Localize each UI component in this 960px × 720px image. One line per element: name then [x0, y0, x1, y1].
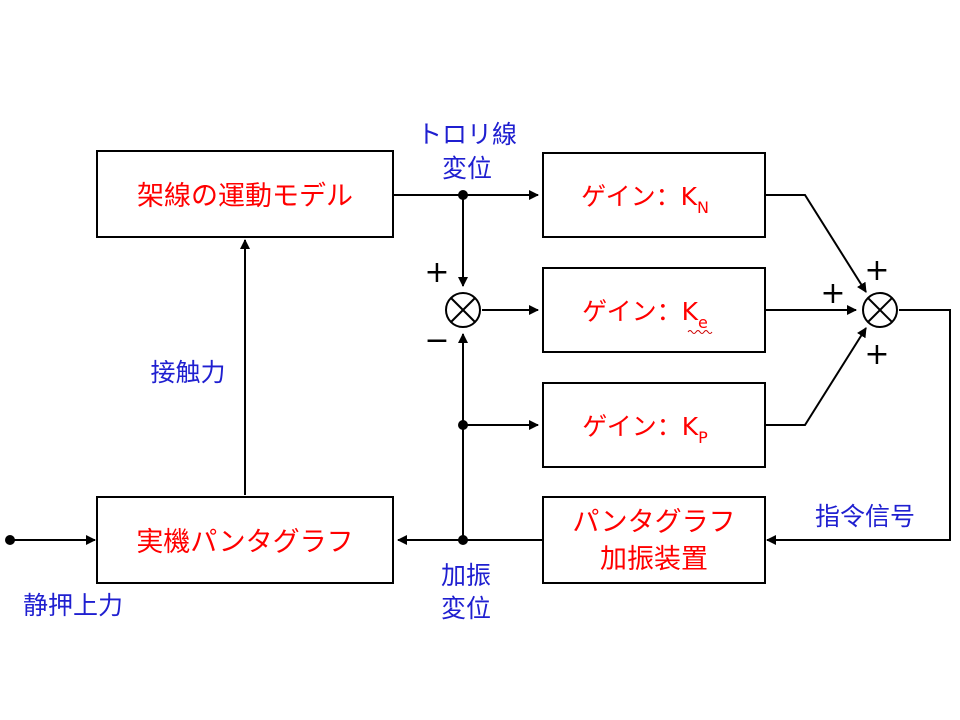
junction-dot-bottom: [458, 535, 468, 545]
sign-plus-sum2-bottom: +: [864, 337, 889, 372]
gain-p-label: ゲイン：KP: [582, 412, 708, 447]
contact-force-label: 接触力: [150, 358, 225, 387]
exciter-label-line2: 加振装置: [600, 544, 708, 575]
excitation-displacement-label-line1: 加振: [441, 561, 491, 590]
gain-n-label: ゲイン：KN: [581, 182, 709, 217]
gain-e-subscript: e: [698, 313, 708, 332]
junction-dot-top: [458, 190, 468, 200]
wire-gain-n-to-sum2: [765, 194, 867, 293]
summing-junction-difference: [445, 292, 481, 328]
gain-e-block: [542, 267, 766, 353]
wire-gain-p-to-sum2: [765, 327, 867, 426]
overhead-line-model-label: 架線の運動モデル: [137, 181, 353, 212]
gain-n-block: [542, 152, 766, 238]
gain-n-subscript: N: [697, 198, 709, 217]
wire-sum2-to-exciter: [766, 309, 951, 545]
actual-pantograph-label: 実機パンタグラフ: [136, 527, 353, 558]
command-signal-label: 指令信号: [815, 502, 915, 531]
exciter-block: [542, 496, 766, 584]
gain-p-block: [542, 382, 766, 468]
exciter-label-line1: パンタグラフ: [572, 507, 735, 538]
spellcheck-underline: [687, 330, 713, 334]
overhead-line-model-block: [96, 150, 394, 238]
trolley-displacement-label-line2: 変位: [442, 154, 492, 183]
junction-dot-mid: [458, 420, 468, 430]
sign-minus-sum1: −: [424, 323, 449, 358]
gain-e-label: ゲイン：Ke: [582, 297, 708, 332]
sign-plus-sum1: +: [424, 255, 449, 290]
summing-junction-output: [862, 292, 898, 328]
static-uplift-label: 静押上力: [23, 591, 123, 620]
excitation-displacement-label-line2: 変位: [441, 594, 491, 623]
actual-pantograph-block: [96, 496, 394, 584]
input-dot: [5, 535, 15, 545]
trolley-displacement-label-line1: トロリ線: [417, 120, 517, 149]
sign-plus-sum2-left: +: [820, 276, 845, 311]
gain-p-subscript: P: [698, 428, 708, 447]
sign-plus-sum2-top: +: [864, 253, 889, 288]
